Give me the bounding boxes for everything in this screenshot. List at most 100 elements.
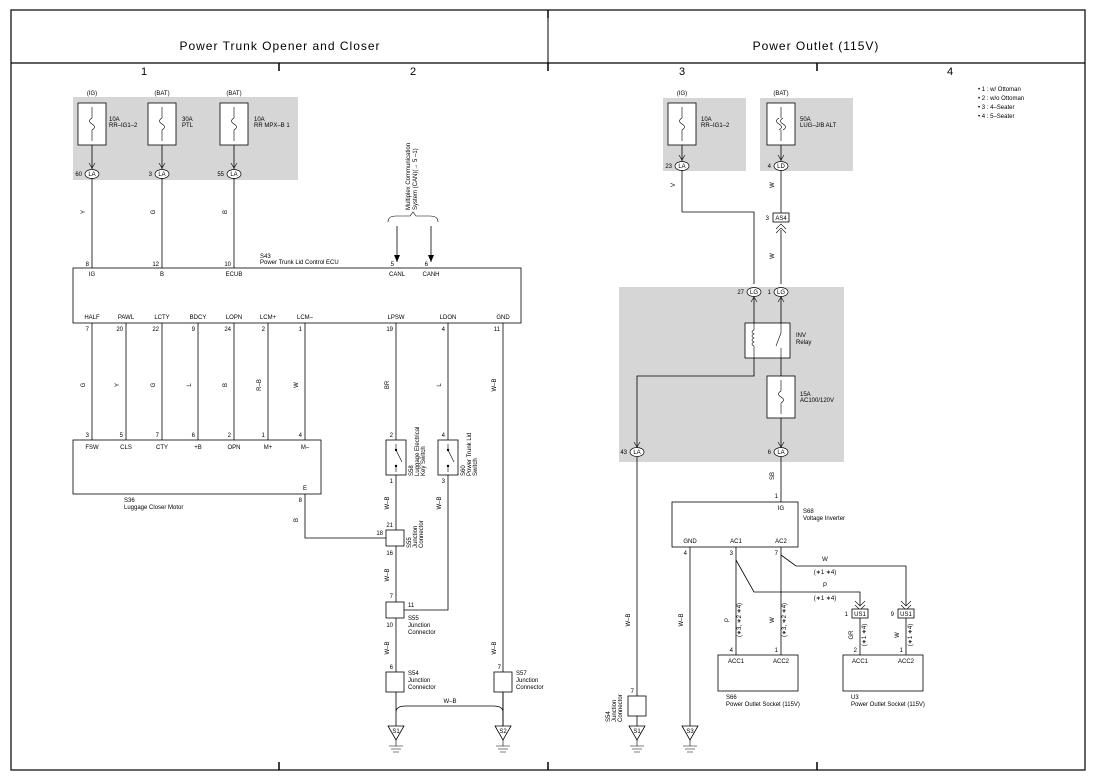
svg-text:SB: SB (770, 472, 776, 480)
connector-us1-b: US1 9 (891, 600, 915, 619)
svg-text:S55: S55 (407, 537, 413, 548)
svg-text:US1: US1 (854, 612, 866, 618)
svg-text:S55: S55 (408, 616, 419, 622)
fuse-5: (BAT) 50A LUG–J/B ALT LD 4 (766, 91, 837, 171)
ecu-s43: S43 Power Trunk Lid Control ECU 8 IG 12 … (72, 254, 522, 324)
svg-text:S36: S36 (124, 498, 135, 504)
svg-text:10: 10 (386, 623, 393, 629)
svg-text:Key Switch: Key Switch (421, 446, 427, 476)
svg-text:L: L (187, 383, 193, 387)
svg-text:US1: US1 (900, 612, 912, 618)
switch-s58: 2 1 S58 Luggage Electrical Key Switch (385, 427, 427, 485)
svg-text:BR: BR (385, 380, 391, 389)
svg-text:AS4: AS4 (775, 216, 787, 222)
svg-text:• 3 : 4–Seater: • 3 : 4–Seater (978, 105, 1014, 111)
svg-text:CANH: CANH (422, 272, 439, 278)
svg-text:W: W (770, 617, 776, 623)
svg-text:W: W (770, 253, 776, 259)
svg-text:S54: S54 (606, 711, 612, 722)
svg-text:B: B (294, 518, 300, 522)
ground-s1-right: S1 (628, 725, 646, 753)
junction-s54: 6 S54 Junction Connector (385, 665, 436, 693)
svg-text:ACC1: ACC1 (728, 659, 745, 665)
svg-text:3: 3 (86, 433, 90, 439)
svg-text:Switch: Switch (473, 458, 479, 476)
svg-text:4: 4 (730, 648, 734, 654)
svg-text:B: B (160, 272, 164, 278)
fuse-3: (BAT) 10A RR MPX–B 1 LA 55 (217, 91, 290, 179)
svg-text:INV: INV (796, 333, 806, 339)
svg-text:21: 21 (386, 523, 393, 529)
svg-text:W–B: W–B (385, 641, 391, 654)
inverter-s68: 1 IG S68 Voltage Inverter GND AC1 AC2 4 … (671, 494, 845, 557)
legend-notes: • 1 : w/ Ottoman • 2 : w/o Ottoman • 3 :… (978, 87, 1024, 120)
svg-text:1: 1 (299, 327, 303, 333)
svg-text:Connector: Connector (408, 630, 436, 636)
svg-text:LCM+: LCM+ (260, 315, 277, 321)
svg-text:LA: LA (777, 450, 784, 456)
svg-text:CTY: CTY (156, 445, 168, 451)
svg-text:M+: M+ (264, 445, 273, 451)
svg-text:16: 16 (386, 551, 393, 557)
svg-text:(∗3, ∗2 ∗4): (∗3, ∗2 ∗4) (782, 603, 788, 637)
svg-text:Voltage Inverter: Voltage Inverter (803, 516, 845, 522)
svg-text:BDCY: BDCY (190, 315, 207, 321)
svg-text:4: 4 (442, 433, 446, 439)
svg-text:W–B: W–B (492, 641, 498, 654)
svg-text:LA: LA (88, 172, 95, 178)
svg-text:Power Trunk Lid: Power Trunk Lid (467, 433, 473, 476)
svg-text:V: V (671, 183, 677, 187)
svg-text:ACC2: ACC2 (773, 659, 790, 665)
svg-text:CANL: CANL (389, 272, 406, 278)
svg-text:P: P (725, 618, 731, 622)
svg-text:1: 1 (262, 433, 266, 439)
column-3: 3 (679, 66, 685, 78)
svg-text:20: 20 (116, 327, 123, 333)
svg-text:6: 6 (768, 450, 772, 456)
svg-text:S60: S60 (461, 465, 467, 476)
svg-text:1: 1 (900, 648, 904, 654)
svg-text:Junction: Junction (413, 526, 419, 548)
svg-text:7: 7 (775, 551, 779, 557)
svg-text:LCTY: LCTY (154, 315, 169, 321)
svg-text:50A: 50A (800, 117, 811, 123)
svg-text:W–B: W–B (385, 568, 391, 581)
svg-text:AC2: AC2 (775, 539, 787, 545)
svg-text:Connector: Connector (419, 520, 425, 548)
svg-text:Junction: Junction (612, 700, 618, 722)
svg-text:PAWL: PAWL (118, 315, 135, 321)
svg-text:Luggage Closer Motor: Luggage Closer Motor (124, 505, 183, 511)
svg-text:6: 6 (425, 262, 429, 268)
svg-text:LG: LG (777, 290, 785, 296)
svg-text:ACC2: ACC2 (898, 659, 915, 665)
svg-text:L: L (437, 383, 443, 387)
svg-text:LOPN: LOPN (226, 315, 242, 321)
svg-text:W–B: W–B (385, 496, 391, 509)
svg-text:2: 2 (228, 433, 232, 439)
motor-s36: 3 FSW 5 CLS 7 CTY 6 +B 2 OPN 1 M+ 4 M– E… (72, 433, 386, 539)
svg-text:3: 3 (730, 551, 734, 557)
svg-text:FSW: FSW (85, 445, 99, 451)
svg-text:(IG): (IG) (87, 91, 97, 97)
svg-text:30A: 30A (182, 117, 193, 123)
svg-text:AC100/120V: AC100/120V (800, 398, 834, 404)
svg-text:LA: LA (678, 164, 685, 170)
svg-text:Power Outlet Socket (115V): Power Outlet Socket (115V) (726, 702, 800, 708)
svg-text:LUG–J/B ALT: LUG–J/B ALT (800, 123, 837, 129)
svg-text:S2: S2 (499, 729, 507, 735)
connector-as4: AS4 3 (766, 212, 790, 234)
svg-text:10: 10 (224, 262, 231, 268)
svg-text:• 4 : 5–Seater: • 4 : 5–Seater (978, 114, 1014, 120)
svg-text:7: 7 (498, 665, 502, 671)
junction-s55-a: 21 18 16 S55 Junction Connector (376, 520, 425, 557)
svg-text:W–B: W–B (492, 378, 498, 391)
svg-text:(∗1 ∗4): (∗1 ∗4) (814, 596, 836, 602)
svg-text:Connector: Connector (618, 694, 624, 722)
junction-block-left (73, 97, 298, 180)
svg-text:6: 6 (192, 433, 196, 439)
svg-text:23: 23 (665, 164, 672, 170)
svg-text:P: P (823, 583, 827, 589)
svg-text:9: 9 (891, 612, 895, 618)
svg-text:10A: 10A (701, 117, 712, 123)
svg-text:W: W (294, 382, 300, 388)
